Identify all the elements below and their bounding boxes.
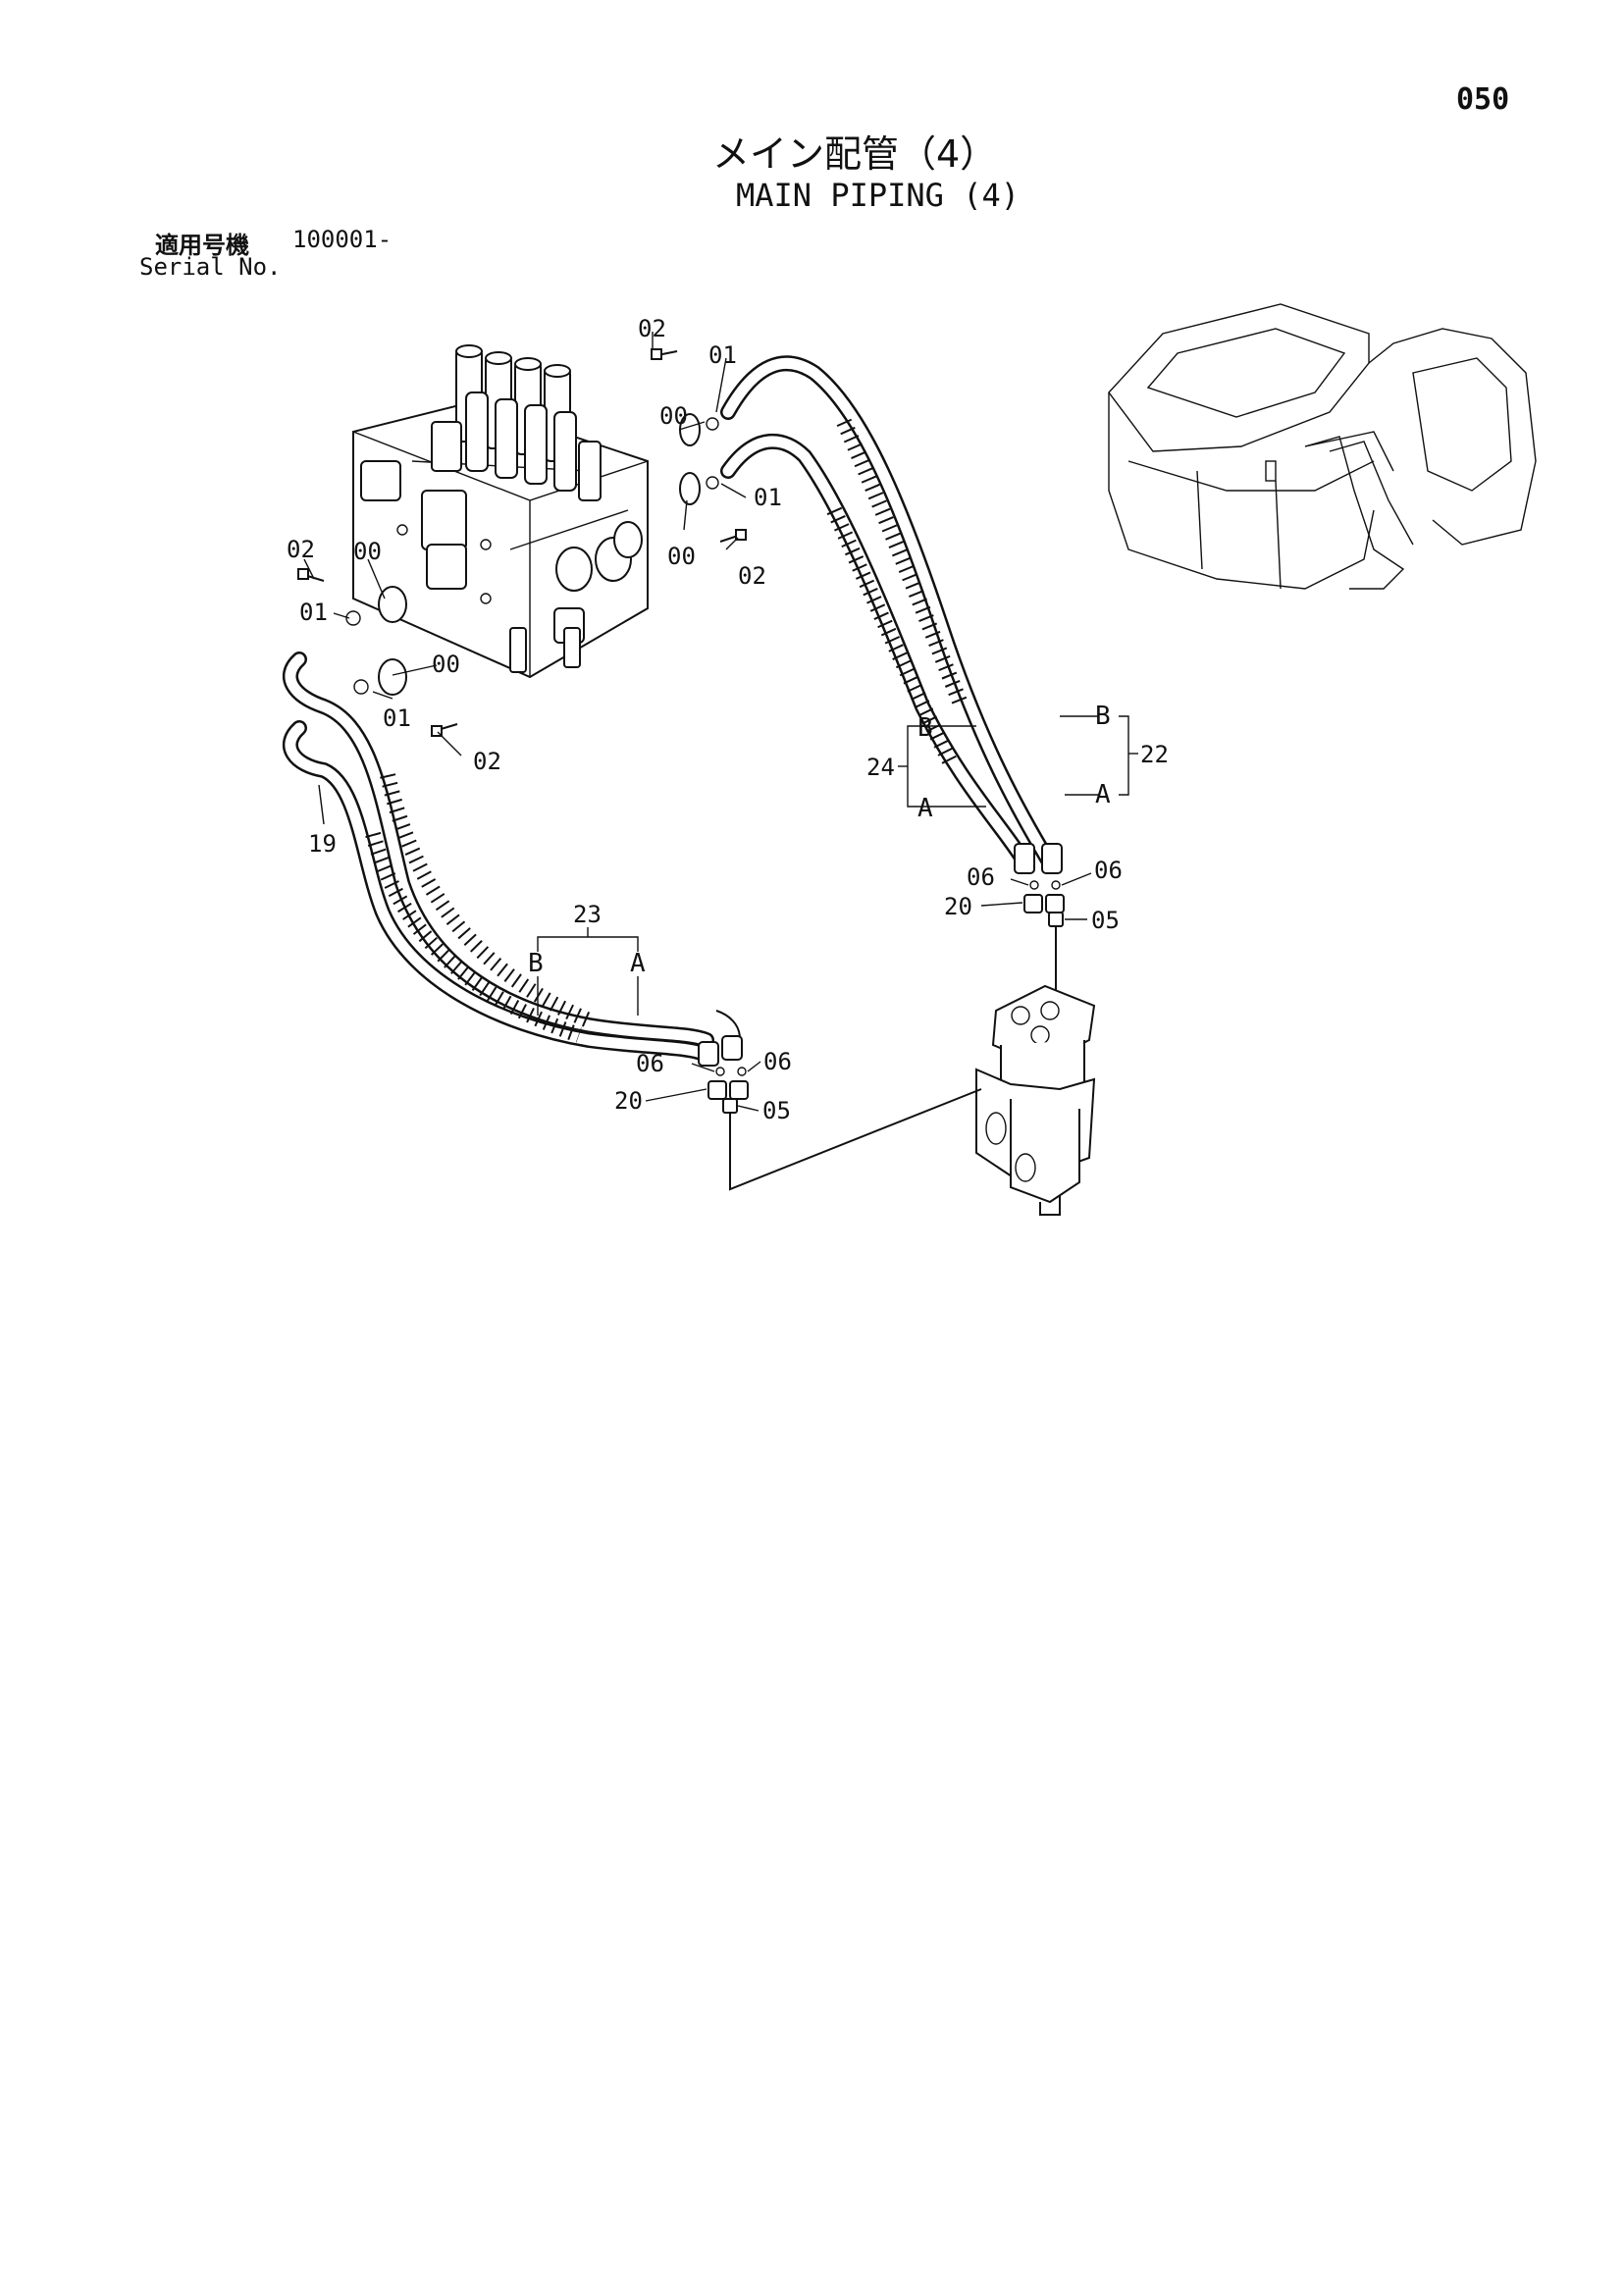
title-english: MAIN PIPING (4): [736, 177, 1020, 214]
callout-01: 01: [383, 704, 411, 732]
callout-01: 01: [299, 599, 328, 626]
hose-assembly-22-24: [720, 355, 1063, 874]
title-japanese: メイン配管（4）: [712, 132, 998, 176]
callout-23-a: A: [630, 949, 646, 978]
callout-20: 20: [944, 893, 972, 920]
callout-19: 19: [308, 830, 337, 858]
callout-23: 23: [573, 901, 602, 928]
hose-assembly-19-23: [282, 652, 743, 1067]
callout-02: 02: [638, 315, 666, 342]
callout-06: 06: [967, 863, 995, 891]
callout-24-a: A: [917, 794, 933, 823]
callout-02: 02: [287, 536, 315, 563]
serial-label-english: Serial No.: [139, 253, 282, 281]
callout-22: 22: [1140, 741, 1169, 768]
serial-label-japanese: 適用号機: [155, 232, 249, 259]
callout-02: 02: [738, 562, 766, 590]
callout-06: 06: [763, 1048, 792, 1075]
port-flanges: [345, 413, 719, 696]
serial-value: 100001-: [292, 226, 393, 253]
callout-20: 20: [614, 1087, 643, 1115]
page-number: 050: [1456, 82, 1510, 117]
callout-23-b: B: [528, 949, 544, 978]
callout-06: 06: [636, 1050, 664, 1077]
callout-24: 24: [866, 754, 895, 781]
callout-06: 06: [1094, 857, 1123, 884]
callout-05: 05: [1091, 907, 1120, 934]
callout-01: 01: [754, 484, 782, 511]
callout-00: 00: [667, 543, 696, 570]
callout-00: 00: [432, 651, 460, 678]
callout-00: 00: [659, 402, 688, 430]
swivel-fittings: [707, 880, 1065, 1191]
callout-01: 01: [708, 341, 737, 369]
callout-labels: 02 01 00 01 00 02 02 00 01 00 01 02 19 2…: [287, 315, 1169, 1124]
callout-24-b: B: [917, 713, 933, 743]
callout-02: 02: [473, 748, 501, 775]
excavator-locator-illustration: [1108, 303, 1537, 590]
callout-22-a: A: [1095, 780, 1111, 809]
control-valve-assembly: [352, 344, 649, 679]
leader-lines: [303, 332, 1138, 1112]
callout-05: 05: [762, 1097, 791, 1124]
center-swivel-joint: [975, 984, 1096, 1216]
callout-22-b: B: [1095, 702, 1111, 731]
callout-00: 00: [353, 538, 382, 565]
